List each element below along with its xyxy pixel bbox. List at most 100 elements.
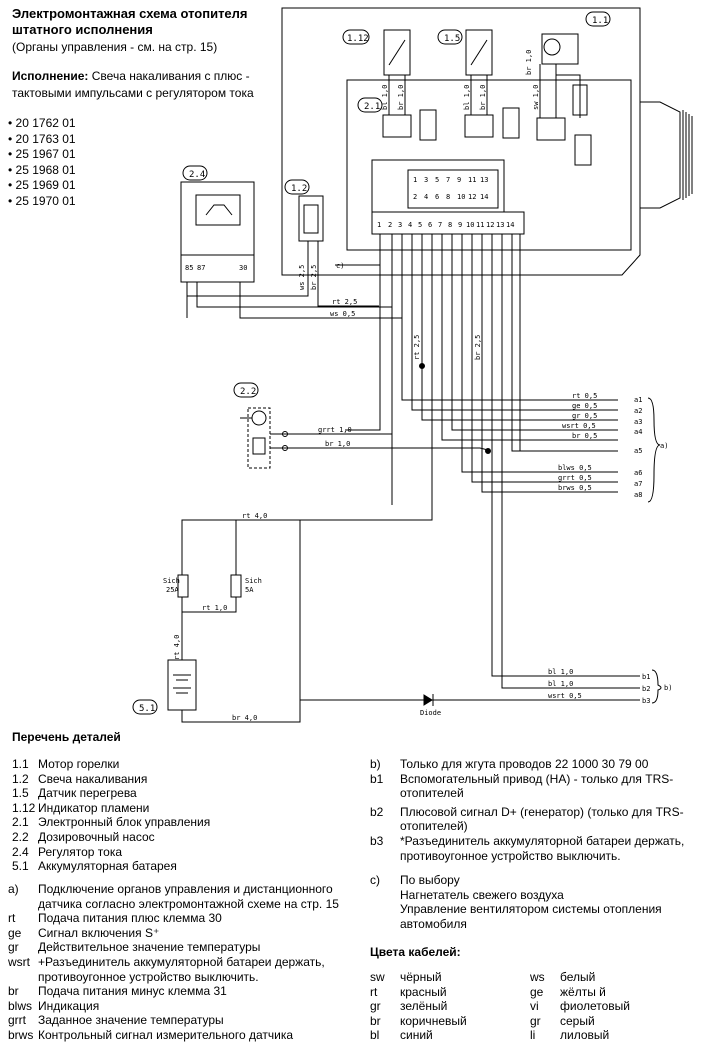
- svg-text:a8: a8: [634, 491, 642, 499]
- svg-text:ge 0,5: ge 0,5: [572, 402, 597, 410]
- tag-2-2: 2.2: [240, 387, 256, 397]
- svg-text:2: 2: [388, 221, 392, 229]
- svg-text:rt 2,5: rt 2,5: [332, 298, 357, 306]
- notes-a: a)Подключение органов управления и диста…: [8, 882, 358, 1043]
- svg-text:87: 87: [197, 264, 205, 272]
- svg-text:rt 2,5: rt 2,5: [413, 335, 421, 360]
- burner-motor-icon: [543, 38, 561, 56]
- svg-text:11: 11: [476, 221, 484, 229]
- variant-item: • 25 1967 01: [8, 147, 76, 161]
- svg-text:9: 9: [457, 176, 461, 184]
- variant-item: • 25 1969 01: [8, 178, 76, 192]
- variant-item: • 25 1970 01: [8, 193, 76, 208]
- heater-exhaust: [640, 101, 681, 209]
- svg-text:3: 3: [424, 176, 428, 184]
- svg-text:grrt 0,5: grrt 0,5: [558, 474, 592, 482]
- svg-text:br 0,5: br 0,5: [572, 432, 597, 440]
- svg-text:7: 7: [446, 176, 450, 184]
- current-regulator-box: [180, 181, 255, 283]
- svg-text:a5: a5: [634, 447, 642, 455]
- svg-text:a3: a3: [634, 418, 642, 426]
- variant-item: • 20 1762 01: [8, 116, 76, 130]
- svg-text:br 1,0: br 1,0: [325, 440, 350, 448]
- svg-text:sw 1,0: sw 1,0: [532, 85, 540, 110]
- variant-item: • 20 1763 01: [8, 131, 76, 146]
- svg-text:a6: a6: [634, 469, 642, 477]
- svg-text:bl 1,0: bl 1,0: [548, 668, 573, 676]
- svg-text:grrt 1,0: grrt 1,0: [318, 426, 352, 434]
- svg-text:rt 4,0: rt 4,0: [242, 512, 267, 520]
- svg-text:bl 1,0: bl 1,0: [463, 85, 471, 110]
- svg-text:ws 2,5: ws 2,5: [298, 265, 306, 290]
- svg-text:3: 3: [398, 221, 402, 229]
- motor-resistor: [572, 84, 588, 116]
- svg-text:bl 1,0: bl 1,0: [381, 85, 389, 110]
- svg-text:Sich: Sich: [163, 577, 180, 585]
- svg-text:br 4,0: br 4,0: [232, 714, 257, 722]
- tag-1-1: 1.1: [592, 16, 608, 26]
- svg-text:blws 0,5: blws 0,5: [558, 464, 592, 472]
- tag-1-5: 1.5: [444, 34, 460, 44]
- svg-text:10: 10: [457, 193, 465, 201]
- svg-text:5: 5: [435, 176, 439, 184]
- connector-1-1: [574, 134, 592, 166]
- svg-text:c): c): [336, 262, 344, 270]
- svg-text:4: 4: [424, 193, 428, 201]
- list-item: wsrt+Разъединитель аккумуляторной батаре…: [8, 954, 325, 969]
- svg-text:5A: 5A: [245, 586, 254, 594]
- svg-text:rt 4,0: rt 4,0: [173, 635, 181, 660]
- list-item: противоугонное устройство выключить.: [38, 969, 259, 984]
- svg-text:brws 0,5: brws 0,5: [558, 484, 592, 492]
- svg-text:wsrt 0,5: wsrt 0,5: [548, 692, 582, 700]
- fuse-5a: [230, 574, 242, 598]
- variant-item: • 25 1968 01: [8, 162, 76, 177]
- svg-text:b3: b3: [642, 697, 650, 705]
- svg-text:12: 12: [486, 221, 494, 229]
- wiring-diagram: 1.1 1.12 1.5 2.1 2.4 1.2 2.2 5.1 1 3 5 7…: [132, 7, 693, 723]
- svg-text:b2: b2: [642, 685, 650, 693]
- svg-text:gr 0,5: gr 0,5: [572, 412, 597, 420]
- tag-2-1: 2.1: [364, 102, 380, 112]
- tag-1-12: 1.12: [347, 34, 369, 44]
- tag-2-4: 2.4: [189, 170, 205, 180]
- svg-text:2: 2: [413, 193, 417, 201]
- svg-text:wsrt 0,5: wsrt 0,5: [562, 422, 596, 430]
- svg-text:12: 12: [468, 193, 476, 201]
- svg-text:7: 7: [438, 221, 442, 229]
- svg-text:9: 9: [458, 221, 462, 229]
- dosing-pump-icon: [251, 410, 267, 426]
- svg-text:5: 5: [418, 221, 422, 229]
- svg-text:a): a): [660, 442, 668, 450]
- connector-pin-row: [371, 211, 525, 235]
- svg-text:rt 1,0: rt 1,0: [202, 604, 227, 612]
- glow-plug-icon: [298, 195, 324, 242]
- svg-text:13: 13: [496, 221, 504, 229]
- svg-text:13: 13: [480, 176, 488, 184]
- overheat-sensor-icon: [465, 29, 493, 76]
- execution-note: Исполнение: Свеча накаливания с плюс - т…: [12, 69, 254, 100]
- notes-b: b)Только для жгута проводов 22 1000 30 7…: [370, 757, 685, 931]
- page-title: Электромонтажная схема отопителя штатног…: [12, 6, 248, 37]
- svg-text:a2: a2: [634, 407, 642, 415]
- svg-text:85: 85: [185, 264, 193, 272]
